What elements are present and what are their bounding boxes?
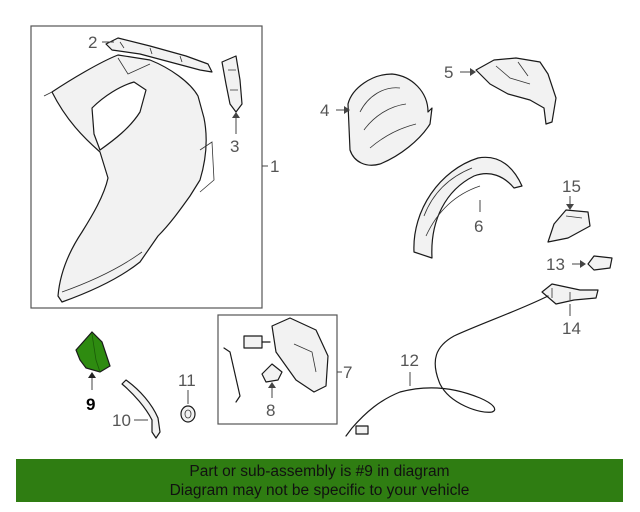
fuel-door-part-7[interactable] — [271, 317, 329, 393]
banner-line-2: Diagram may not be specific to your vehi… — [169, 482, 470, 499]
callout-13: 13 — [546, 255, 565, 274]
hinge-rod-part-7[interactable] — [223, 347, 241, 403]
callout-6: 6 — [474, 217, 483, 236]
callout-8: 8 — [266, 401, 275, 420]
roof-rail-part-2[interactable] — [105, 37, 213, 73]
clip-part-13[interactable] — [587, 255, 613, 271]
release-cable-part-12[interactable] — [345, 295, 549, 437]
grommet-part-11[interactable] — [180, 405, 196, 423]
bracket-part-14[interactable] — [541, 283, 599, 305]
callout-7: 7 — [343, 363, 352, 382]
rod-part-10[interactable] — [121, 379, 161, 439]
wheel-house-part-4[interactable] — [347, 73, 433, 166]
banner-line-1: Part or sub-assembly is #9 in diagram — [189, 463, 450, 480]
callout-4: 4 — [320, 101, 329, 120]
quarter-panel-part-1[interactable] — [43, 54, 215, 303]
bracket-part-3[interactable] — [221, 55, 243, 113]
callout-3: 3 — [230, 137, 239, 156]
callout-10: 10 — [112, 411, 131, 430]
callout-5: 5 — [444, 63, 453, 82]
wheel-liner-part-6[interactable] — [413, 156, 523, 259]
callout-9: 9 — [86, 395, 95, 414]
clip-part-15[interactable] — [547, 209, 591, 243]
callout-12: 12 — [400, 351, 419, 370]
clip-part-8[interactable] — [261, 363, 283, 383]
part-7-frame — [217, 314, 338, 425]
callout-15: 15 — [562, 177, 581, 196]
callout-2: 2 — [88, 33, 97, 52]
bolt-part-7[interactable] — [243, 335, 271, 349]
callout-1: 1 — [270, 157, 279, 176]
callout-14: 14 — [562, 319, 581, 338]
part-1-frame — [30, 25, 263, 309]
info-banner: Part or sub-assembly is #9 in diagram Di… — [16, 459, 623, 502]
highlighted-part-9[interactable] — [75, 331, 111, 373]
extension-part-5[interactable] — [475, 57, 557, 125]
callout-11: 11 — [178, 371, 196, 390]
